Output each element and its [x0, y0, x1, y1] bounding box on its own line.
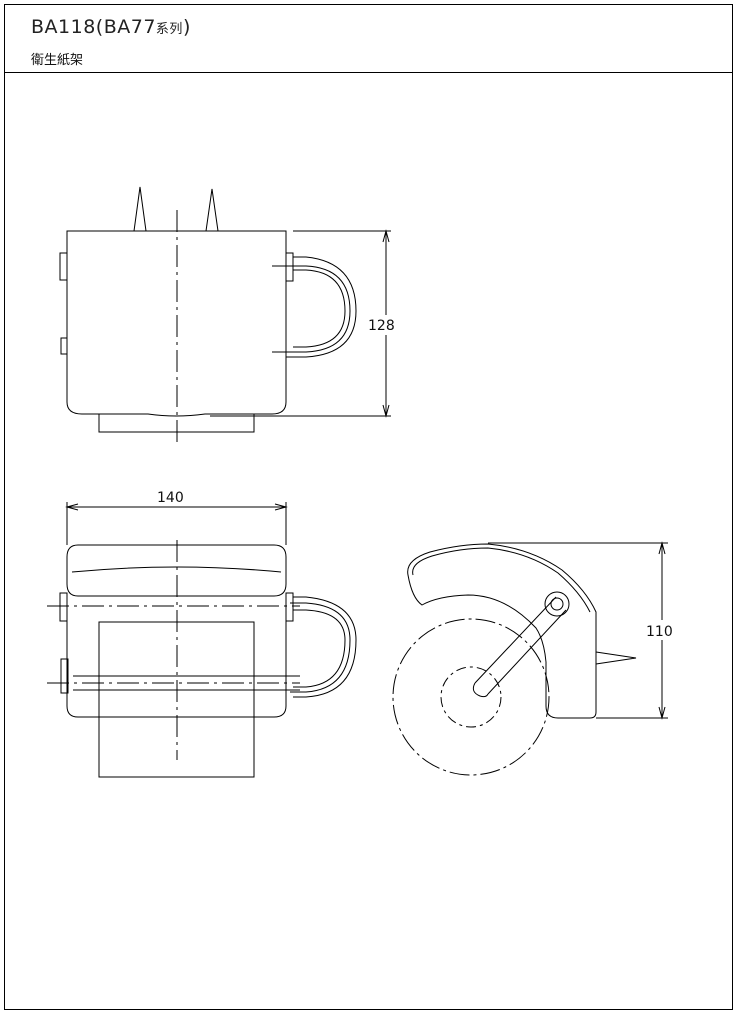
front-bracket-mid: [272, 265, 351, 353]
dim-110-label: 110: [646, 624, 673, 640]
model-title: BA118(BA77系列): [31, 16, 191, 38]
top-bracket-outer: [293, 596, 357, 698]
dim-128-arrow-top: [382, 229, 390, 243]
dim-110-mask: [644, 620, 684, 640]
dim-110-arrow-bottom: [658, 706, 666, 720]
side-roll-inner: [440, 666, 502, 728]
dim-128-label: 128: [368, 318, 395, 334]
model-code: BA118(BA77: [31, 16, 156, 38]
front-view: 128: [59, 186, 404, 442]
dim-128-arrow-bottom: [382, 404, 390, 418]
front-spike-right: [205, 188, 219, 232]
dim-140-label: 140: [157, 490, 184, 506]
series-suffix: 系列: [155, 22, 183, 37]
top-view: 140: [47, 490, 357, 778]
model-close-paren: ): [182, 16, 191, 38]
top-tab-left-lower: [60, 658, 69, 694]
front-spike-left: [133, 186, 147, 232]
front-tab-lower: [60, 337, 68, 355]
dim-110-arrow-top: [658, 541, 666, 555]
top-spindle: [73, 675, 300, 691]
front-body-outline: [66, 230, 287, 417]
front-bracket-inner: [293, 269, 346, 348]
side-view: 110: [392, 541, 684, 776]
side-roll-outer: [392, 618, 550, 776]
product-name: 衛生紙架: [31, 53, 84, 68]
dim-140-arrow-left: [65, 503, 79, 511]
top-mount-plate: [285, 592, 294, 622]
side-hook-outline: [407, 543, 597, 719]
top-bracket-mid: [290, 602, 351, 693]
side-arm-end-pivot: [544, 591, 570, 617]
top-bracket-inner: [293, 609, 346, 688]
drawing-sheet: BA118(BA77系列) 衛生紙架: [4, 4, 733, 1010]
front-mount-plate: [285, 252, 294, 282]
front-bracket-outer: [286, 256, 357, 358]
top-tab-left: [59, 592, 68, 622]
dim-140-arrow-right: [274, 503, 288, 511]
front-tab-upper: [59, 252, 68, 281]
side-arm-tip: [472, 682, 489, 698]
top-lid-outline: [66, 544, 287, 597]
side-spike: [595, 651, 637, 665]
dim-128-mask: [368, 315, 404, 335]
top-body-outline: [66, 596, 287, 718]
side-hook-inner: [412, 547, 591, 613]
title-block: BA118(BA77系列) 衛生紙架: [5, 5, 732, 73]
side-arm-end-hub: [550, 597, 564, 611]
side-arm: [474, 596, 567, 695]
